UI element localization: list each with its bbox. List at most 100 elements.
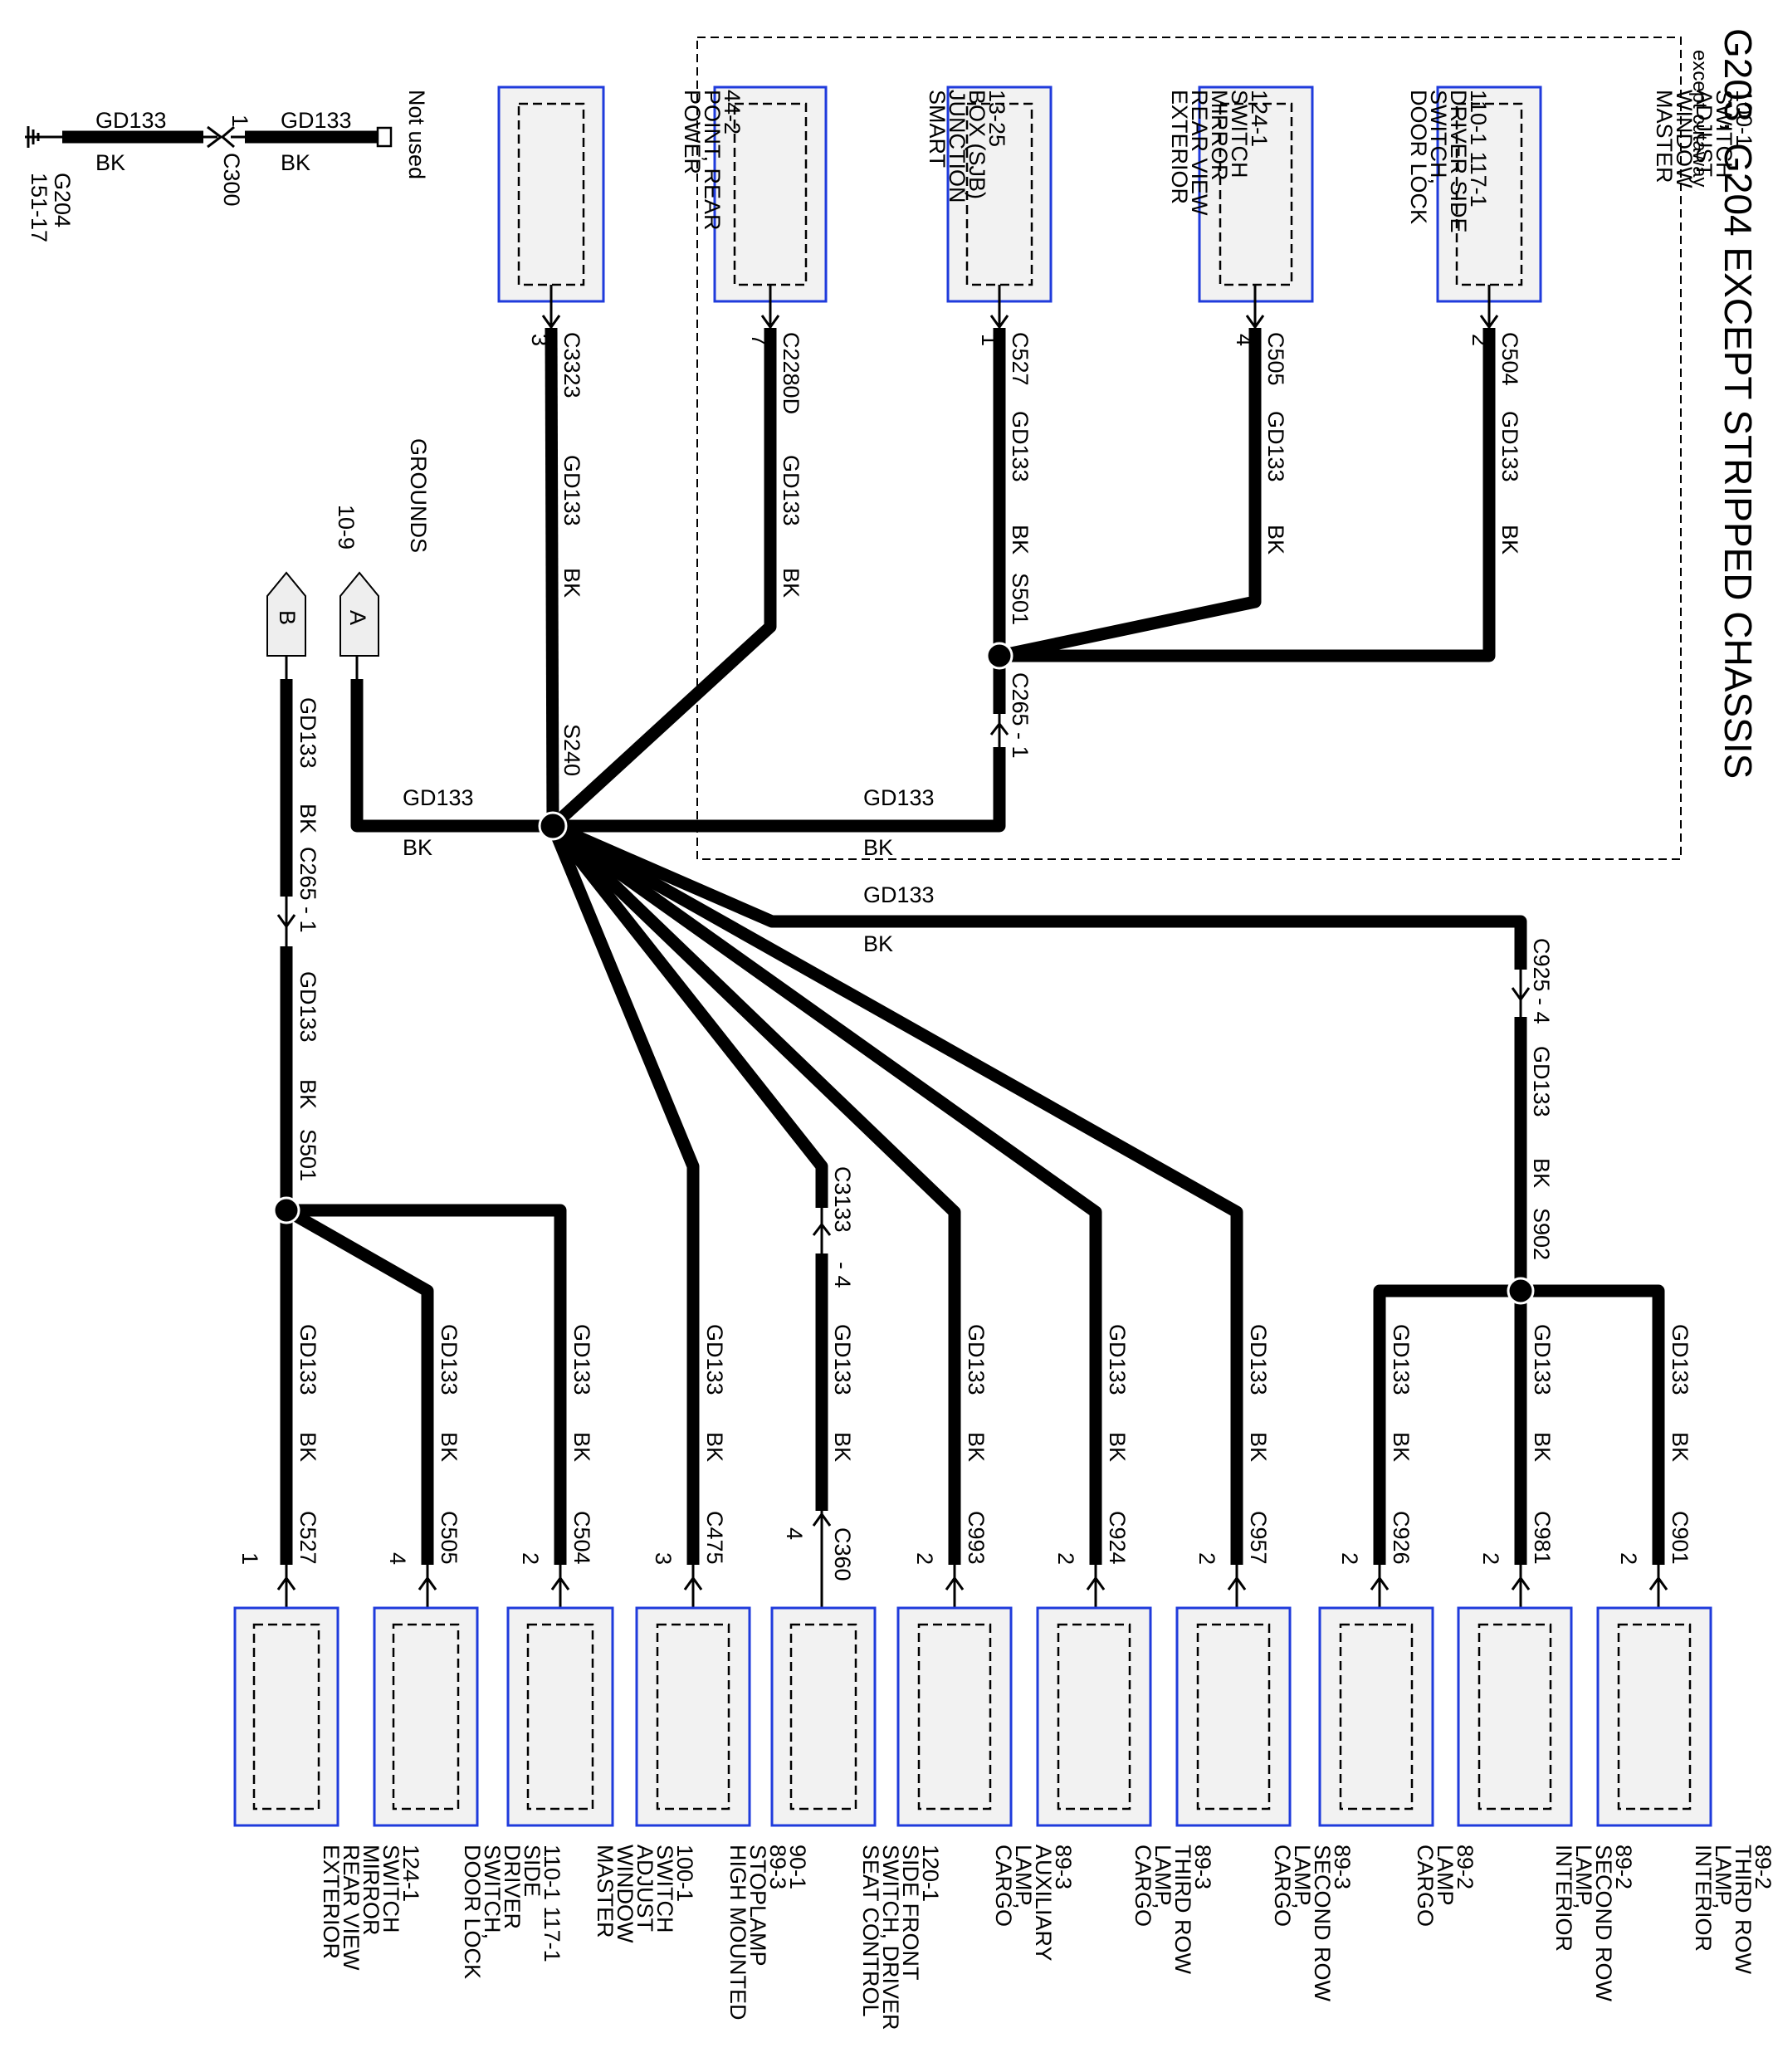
component-box-interior-second-row (1457, 1606, 1573, 1827)
wire-c504-top (999, 328, 1496, 662)
circuit-c527-bottom: GD133 (296, 1324, 320, 1395)
wire-s902-c926 (1373, 1284, 1521, 1565)
conn-c926: C926 (1389, 1511, 1414, 1565)
c300-connector: C300 (219, 153, 244, 207)
conn-c504-top: C504 (1497, 332, 1522, 386)
diagram-title: G203, G204 EXCEPT STRIPPED CHASSIS (1717, 28, 1760, 779)
conn-c957: C957 (1246, 1511, 1271, 1565)
color-c926: BK (1389, 1432, 1414, 1462)
circuit-c475: GD133 (702, 1324, 727, 1395)
circuit-c504-top: GD133 (1497, 411, 1522, 482)
component-box-interior-third-row (1596, 1606, 1712, 1827)
ground-tag-a (339, 571, 379, 657)
wire-s240-c957 (549, 820, 1243, 1565)
splice-s902 (1507, 1277, 1535, 1305)
bottom-master-window-name: MASTER WINDOW ADJUST SWITCH 100-1 (593, 1845, 697, 1949)
pin-c926: 2 (1337, 1552, 1362, 1565)
wire-s240-c475 (547, 823, 700, 1565)
cutaway-region (696, 37, 1682, 860)
bottom-component-labels: EXTERIOR REAR VIEW MIRROR SWITCH 124-1 D… (319, 1845, 1773, 2030)
component-box-cargo-lamp (1318, 1606, 1434, 1827)
g204-ground-name: G204 (50, 173, 75, 227)
conn-c993: C993 (964, 1511, 989, 1565)
wire-s240-c993 (548, 821, 961, 1565)
color-c981: BK (1530, 1432, 1555, 1462)
wire-s240-c924 (549, 820, 1102, 1565)
color-c924: BK (1105, 1432, 1130, 1462)
pin-c505-top: 4 (1232, 334, 1257, 346)
wire-a-color: BK (403, 835, 432, 860)
pin-c360: 4 (782, 1527, 807, 1540)
wire-right-color: BK (863, 931, 893, 956)
component-box-sjb-top (713, 86, 828, 303)
conn-c504-bottom: C504 (569, 1511, 594, 1565)
top-components (497, 86, 1542, 303)
top-master-window-name: MASTER WINDOW ADJUST SWITCH 100-1 (1652, 90, 1756, 194)
splice-s501-left-label: S501 (296, 1129, 320, 1181)
not-used-terminal (376, 126, 393, 148)
splice-s240-label: S240 (559, 724, 584, 776)
splice-s501-left (272, 1196, 300, 1224)
cutaway-note: except cutaway (1688, 50, 1711, 187)
top-wire-labels: 2 C504 GD133 BK 4 C505 GD133 BK 1 C527 G… (527, 332, 1522, 776)
pin-c993: 2 (912, 1552, 937, 1565)
conn-c981: C981 (1530, 1511, 1555, 1565)
c3133-pin-label: - 4 (830, 1262, 855, 1288)
circuit-c993: GD133 (964, 1324, 989, 1395)
component-box-high-mounted-stoplamp (635, 1606, 751, 1827)
wire-cutaway-color: BK (863, 835, 893, 860)
circuit-c981: GD133 (1530, 1324, 1555, 1395)
c3133-label: C3133 (830, 1166, 855, 1233)
splice-s240 (538, 811, 568, 841)
splice-s501-top (985, 642, 1013, 670)
wire-b-color: BK (296, 804, 320, 833)
wire-s902-c901 (1521, 1284, 1665, 1565)
component-box-power-point-top (497, 86, 605, 303)
circuit-c924: GD133 (1105, 1324, 1130, 1395)
color-c505-top: BK (1263, 525, 1288, 555)
wire-c2280d (548, 328, 777, 831)
top-component-labels: MASTER WINDOW ADJUST SWITCH 100-1 DOOR L… (680, 90, 1756, 233)
bottom-components (233, 1511, 1712, 1827)
c265-left-label: C265 - 1 (296, 847, 320, 933)
pin-c527-top: 1 (977, 334, 1002, 346)
pin-c981: 2 (1478, 1552, 1503, 1565)
c300-pin: 1 (227, 115, 252, 127)
wire-s240-c925 (550, 820, 1527, 970)
component-box-door-lock-bottom (373, 1606, 479, 1827)
top-sjb-name: SMART JUNCTION BOX (SJB) 13-25 (925, 90, 1009, 209)
wire-c265-s240 (553, 747, 1006, 833)
bottom-exterior-mirror-name: EXTERIOR REAR VIEW MIRROR SWITCH 124-1 (319, 1845, 423, 1977)
bottom-cargo-aux-name: CARGO LAMP, AUXILIARY 89-3 (991, 1845, 1076, 1967)
g204-color-2: BK (281, 150, 310, 175)
color-c3323-top: BK (559, 568, 584, 598)
color-c504-top: BK (1497, 525, 1522, 555)
component-box-exterior-mirror-top (946, 86, 1053, 303)
wire-s501-c505 (283, 1205, 434, 1565)
inline-connectors (276, 315, 1531, 1253)
wire-a-circuit: GD133 (403, 785, 474, 810)
component-box-door-lock-top (1198, 86, 1314, 303)
pin-c475: 3 (651, 1552, 676, 1565)
bottom-cargo-lamp-name: CARGO LAMP 89-2 (1413, 1845, 1478, 1933)
ground-g204-detail: GD133 BK GD133 BK 1 C300 Not used G204 1… (25, 90, 429, 242)
bottom-interior-third-row-name: INTERIOR LAMP, THIRD ROW 89-2 (1691, 1845, 1773, 1981)
splice-s501-top-label: S501 (1008, 573, 1033, 625)
pin-c504-bottom: 2 (518, 1552, 543, 1565)
component-box-seat-control (770, 1606, 877, 1827)
circuit-c926: GD133 (1389, 1324, 1414, 1395)
g204-circuit-1: GD133 (95, 108, 167, 133)
pin-c504-top: 2 (1468, 334, 1492, 346)
wire-c505-top (998, 328, 1262, 662)
bottom-cargo-third-row-name: CARGO LAMP, THIRD ROW 89-3 (1131, 1845, 1215, 1981)
not-used-label: Not used (404, 90, 429, 179)
component-box-master-window-bottom (506, 1606, 614, 1827)
pin-c2280d-top: 7 (747, 334, 772, 346)
pin-c957: 2 (1194, 1552, 1219, 1565)
ground-tag-a-label: A (345, 610, 370, 625)
color-c527-bottom: BK (296, 1432, 320, 1462)
conn-c360: C360 (830, 1527, 855, 1581)
color-c993: BK (964, 1432, 989, 1462)
wire-right-circuit: GD133 (863, 882, 935, 907)
